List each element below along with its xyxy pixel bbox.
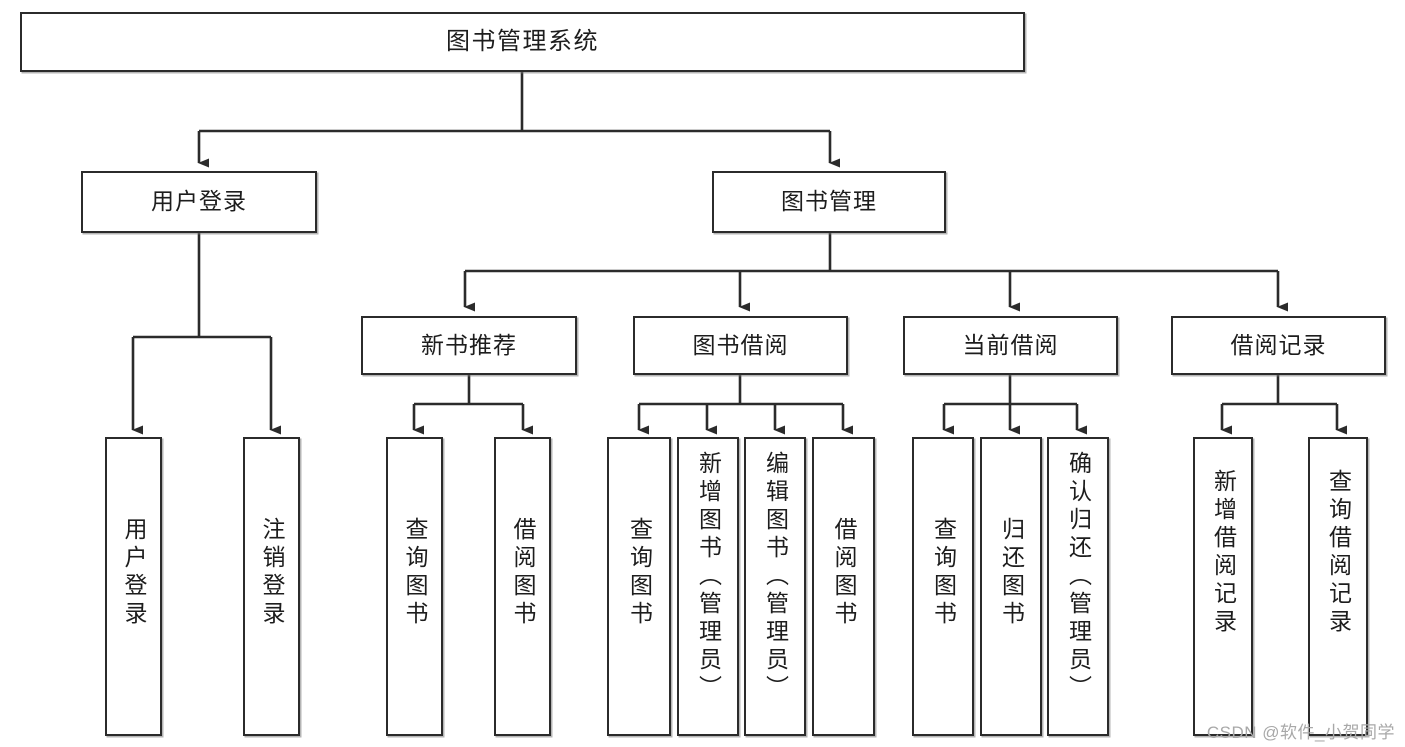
csdn-watermark: CSDN @软件_小贺同学 [1206,723,1395,742]
node-label: 图书管理 [781,188,877,215]
node-label: 查询图书 [930,517,957,629]
node-book-borrow[interactable]: 图书借阅 [633,316,848,375]
node-leaf-borrow-book-new[interactable]: 借阅图书 [494,437,551,736]
node-label: 图书管理系统 [446,27,599,55]
node-leaf-query-book-new[interactable]: 查询图书 [386,437,443,736]
node-leaf-logout-login[interactable]: 注销登录 [243,437,300,736]
node-leaf-query-borrow-record[interactable]: 查询借阅记录 [1308,437,1368,736]
node-leaf-add-book-admin[interactable]: 新增图书（管理员） [677,437,739,736]
node-leaf-user-login[interactable]: 用户登录 [105,437,162,736]
node-label: 新增图书（管理员） [695,451,722,703]
node-leaf-return-book[interactable]: 归还图书 [980,437,1042,736]
node-new-book-recommend[interactable]: 新书推荐 [361,316,577,375]
node-leaf-add-borrow-record[interactable]: 新增借阅记录 [1193,437,1253,736]
node-label: 当前借阅 [962,331,1059,358]
node-leaf-edit-book-admin[interactable]: 编辑图书（管理员） [744,437,806,736]
node-user-login[interactable]: 用户登录 [81,171,317,233]
node-label: 确认归还（管理员） [1065,451,1092,703]
node-label: 用户登录 [121,517,147,629]
node-label: 图书借阅 [692,331,789,358]
node-root-system[interactable]: 图书管理系统 [20,12,1025,72]
node-label: 查询图书 [402,517,428,629]
node-label: 查询图书 [626,517,653,629]
node-label: 用户登录 [151,188,247,215]
node-label: 注销登录 [259,517,285,629]
node-label: 归还图书 [998,517,1025,629]
node-current-borrow[interactable]: 当前借阅 [903,316,1118,375]
node-leaf-confirm-return-admin[interactable]: 确认归还（管理员） [1047,437,1109,736]
node-borrow-record[interactable]: 借阅记录 [1171,316,1386,375]
node-book-manage[interactable]: 图书管理 [712,171,946,233]
node-label: 借阅图书 [510,517,536,629]
node-leaf-query-book-current[interactable]: 查询图书 [912,437,974,736]
node-leaf-query-book-borrow[interactable]: 查询图书 [607,437,671,736]
node-label: 借阅记录 [1230,331,1327,358]
node-label: 新书推荐 [421,331,517,358]
node-label: 编辑图书（管理员） [762,451,789,703]
node-label: 新增借阅记录 [1210,469,1237,637]
node-label: 查询借阅记录 [1325,469,1352,637]
node-leaf-borrow-book-borrow[interactable]: 借阅图书 [812,437,875,736]
node-label: 借阅图书 [831,517,857,629]
